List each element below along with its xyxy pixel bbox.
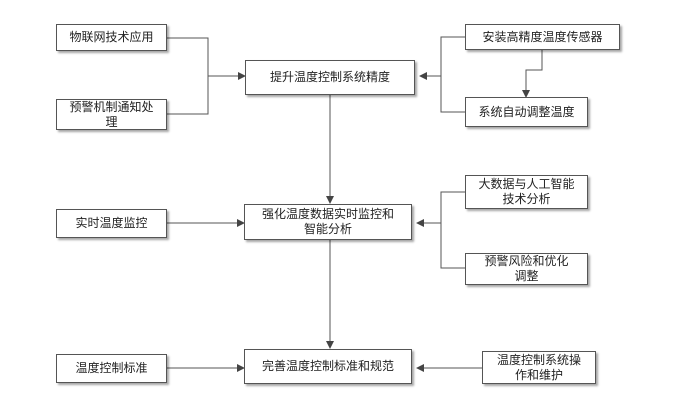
node-improve-precision: 提升温度控制系统精度 <box>245 60 415 95</box>
node-iot-application: 物联网技术应用 <box>56 24 167 51</box>
node-install-sensor: 安装高精度温度传感器 <box>465 24 620 50</box>
node-temp-standard: 温度控制标准 <box>56 354 167 383</box>
node-enhance-monitoring: 强化温度数据实时监控和 智能分析 <box>244 204 412 240</box>
node-operation-maintenance: 温度控制系统操 作和维护 <box>482 351 596 384</box>
node-improve-standard: 完善温度控制标准和规范 <box>244 349 412 384</box>
connector-sensor-to-auto <box>522 50 543 98</box>
node-risk-warning: 预警风险和优化 调整 <box>465 253 588 285</box>
node-warning-handling: 预警机制通知处 理 <box>56 99 167 130</box>
node-bigdata-ai: 大数据与人工智能 技术分析 <box>465 175 588 209</box>
node-auto-adjust: 系统自动调整温度 <box>465 97 588 127</box>
connector-warning-to-precision <box>167 76 209 115</box>
connector-right-bracket-mid <box>440 191 465 269</box>
node-realtime-monitor: 实时温度监控 <box>56 209 167 238</box>
connector-iot-to-precision <box>167 37 246 80</box>
connector-right-bracket-top <box>440 36 465 113</box>
